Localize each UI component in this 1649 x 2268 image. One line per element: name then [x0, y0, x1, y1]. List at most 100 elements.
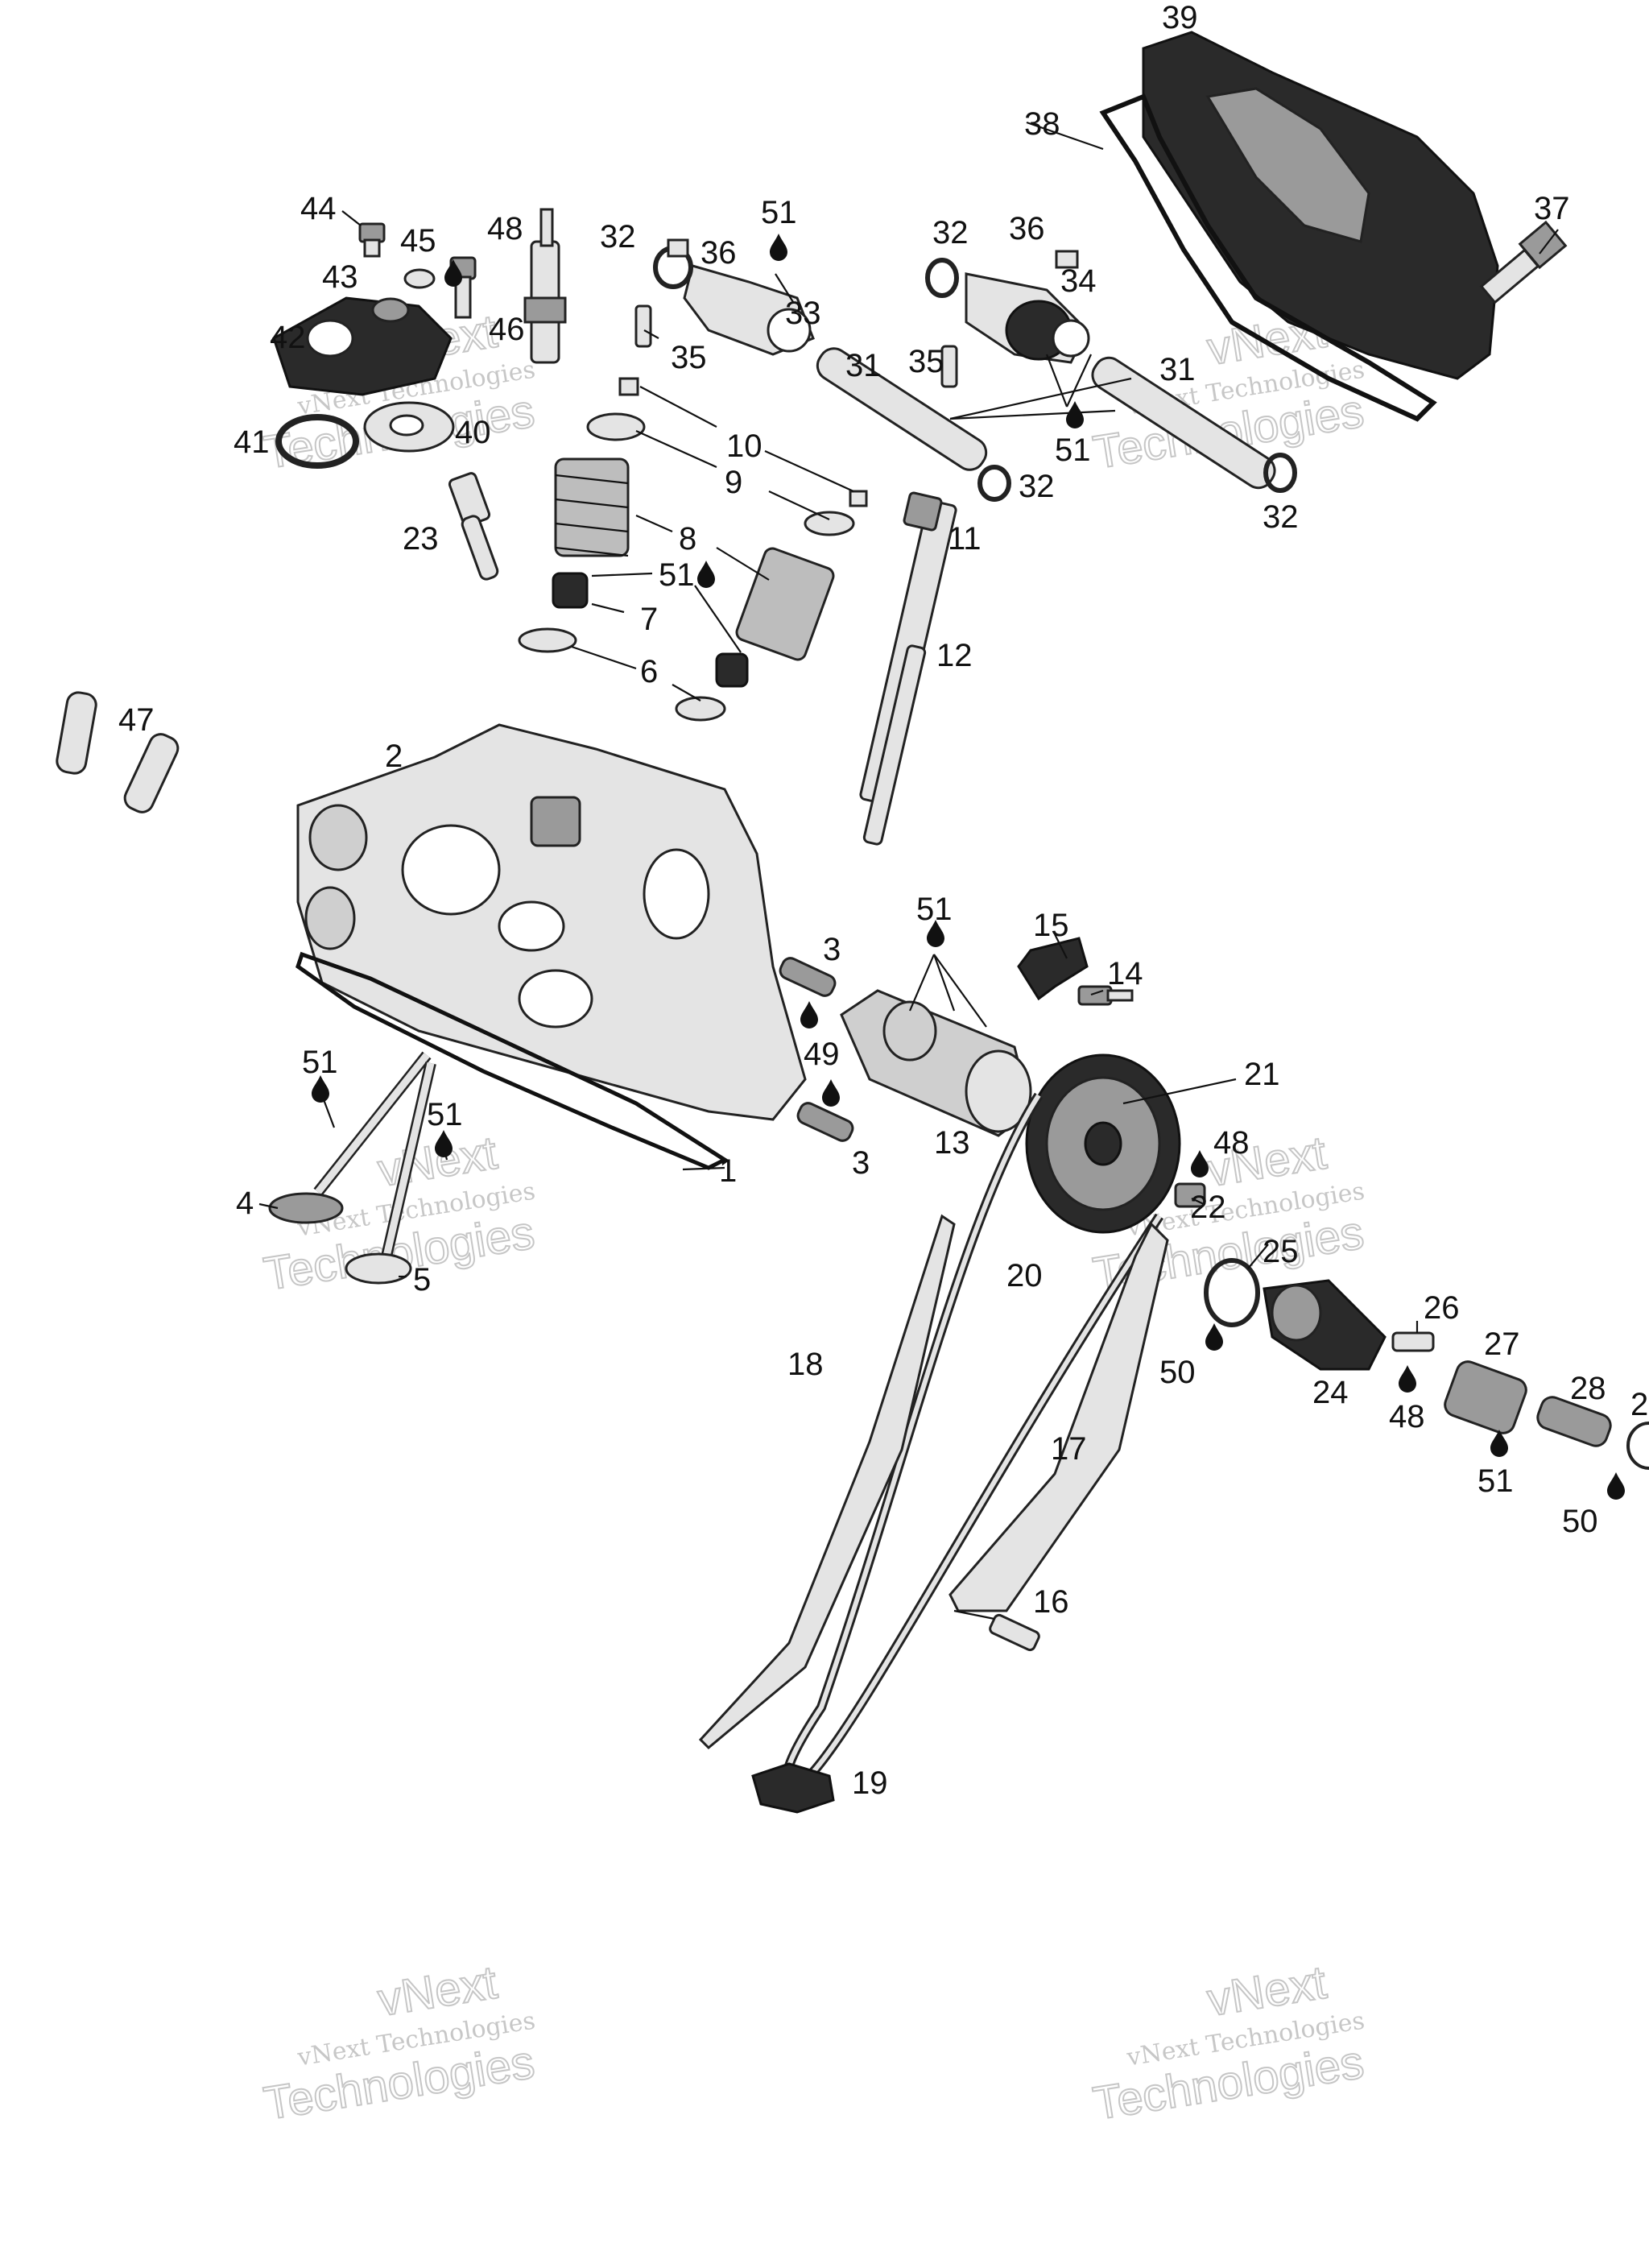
callout-12: 12	[936, 638, 973, 673]
valve-spring-8a	[554, 457, 630, 557]
oil-drop-icon-51e	[312, 1075, 329, 1103]
callout-13: 13	[934, 1125, 970, 1161]
oil-drop-icon-48c	[1399, 1365, 1416, 1393]
callout-14: 14	[1107, 956, 1143, 991]
callout-5: 5	[413, 1262, 431, 1297]
callout-51: 51	[761, 195, 797, 230]
callout-24: 24	[1312, 1375, 1349, 1410]
callout-48: 48	[487, 211, 523, 246]
dowel-3b	[796, 1102, 854, 1142]
callout-22: 22	[1190, 1190, 1226, 1225]
thermostat-housing	[272, 296, 453, 396]
bolt-16	[989, 1613, 1040, 1652]
callout-4: 4	[236, 1186, 254, 1221]
oil-drop-icon-51c	[697, 561, 715, 588]
callout-numbers: 39 38 37 44 45 48 43 46 42 41 40 32 36 5…	[118, 0, 1648, 1801]
valve-seal-7a	[552, 572, 589, 609]
ring-29	[1626, 1422, 1649, 1470]
temperature-sensor	[448, 472, 499, 581]
callout-51: 51	[302, 1045, 338, 1080]
oil-drop-icon-48b	[1191, 1150, 1209, 1177]
watermark-bottom-left: vNext vNext Technologies Technologies	[259, 1956, 539, 2131]
callout-51: 51	[1055, 432, 1091, 468]
ring-32-right	[1263, 453, 1297, 493]
chain-tensioner-guide-17	[948, 1222, 1169, 1612]
callout-21: 21	[1244, 1057, 1280, 1092]
head-bolt-12	[862, 644, 927, 846]
callout-47: 47	[118, 702, 155, 738]
oil-drop-icon-51f	[435, 1130, 453, 1157]
callout-32: 32	[1263, 499, 1299, 535]
oil-drop-icon-48a	[444, 259, 462, 287]
tensioner-housing	[1263, 1279, 1387, 1371]
callout-34: 34	[1060, 263, 1097, 299]
adjuster-screw-35-right	[940, 345, 958, 388]
ring-32-center	[977, 465, 1011, 502]
valve-retainer-9b	[804, 511, 855, 536]
callout-40: 40	[455, 415, 491, 450]
callout-35: 35	[908, 344, 944, 379]
callout-17: 17	[1051, 1431, 1087, 1467]
valve-spring-8b	[735, 547, 835, 661]
bolt-26	[1391, 1331, 1435, 1352]
tensioner-spring	[1536, 1396, 1612, 1447]
valve-retainer-9a	[586, 412, 646, 441]
callout-51: 51	[659, 557, 695, 593]
callout-18: 18	[787, 1347, 824, 1382]
callout-49: 49	[804, 1037, 840, 1072]
oil-drop-icon-49a	[800, 1001, 818, 1028]
spring-seat-6b	[675, 696, 726, 722]
exhaust-valve-5	[345, 1062, 436, 1285]
callout-19: 19	[852, 1765, 888, 1801]
callout-36: 36	[1009, 211, 1045, 246]
screw-45	[449, 256, 477, 319]
callout-43: 43	[322, 259, 358, 295]
callout-37: 37	[1534, 191, 1570, 226]
oil-drop-icon-49b	[822, 1079, 840, 1107]
callout-32: 32	[932, 215, 969, 250]
oil-drop-icon-51d	[927, 920, 944, 947]
dowel-47a	[56, 691, 97, 775]
oil-drop-icon-51a	[770, 234, 787, 261]
callout-1: 1	[719, 1153, 737, 1189]
callout-10: 10	[726, 428, 763, 464]
adjuster-screw-35-left	[634, 304, 652, 348]
oil-drop-icon-51g	[1490, 1430, 1508, 1457]
rocker-shaft-31-left	[816, 347, 988, 471]
rocker-arm-34	[965, 272, 1090, 364]
callout-29-partial: 2	[1630, 1387, 1648, 1422]
callout-3: 3	[852, 1145, 870, 1181]
callout-48: 48	[1389, 1399, 1425, 1434]
dowel-47b	[123, 733, 180, 813]
tensioner-plunger	[1444, 1360, 1527, 1434]
leader-lines	[258, 121, 1559, 1620]
callout-38: 38	[1024, 106, 1060, 142]
rocker-shaft-31-right	[1091, 356, 1276, 490]
callout-50: 50	[1159, 1355, 1196, 1390]
callout-28: 28	[1570, 1371, 1606, 1406]
gasket-40	[363, 401, 455, 453]
callout-8: 8	[679, 521, 696, 557]
callout-23: 23	[403, 521, 439, 557]
callout-20: 20	[1006, 1258, 1043, 1293]
callout-51: 51	[916, 892, 953, 927]
callout-45: 45	[400, 223, 436, 259]
camshaft	[840, 989, 1032, 1137]
callout-46: 46	[489, 312, 525, 347]
oil-drop-icon-50a	[1205, 1323, 1223, 1351]
valve-keeper-10b	[849, 490, 868, 507]
washer-43	[403, 268, 436, 289]
callout-3: 3	[823, 932, 841, 967]
spark-plug	[523, 208, 567, 364]
camshaft-bracket	[1017, 937, 1089, 1001]
guide-clip-19	[751, 1762, 835, 1814]
callout-15: 15	[1033, 908, 1069, 943]
cam-sprocket	[1025, 1053, 1181, 1234]
callout-2: 2	[385, 739, 403, 774]
callout-32: 32	[600, 219, 636, 255]
oil-drop-icons	[312, 234, 1625, 1500]
chain-guide-18	[698, 1214, 956, 1750]
oil-drop-icon-50b	[1607, 1472, 1625, 1500]
callout-48: 48	[1213, 1125, 1250, 1161]
callout-9: 9	[725, 465, 742, 500]
